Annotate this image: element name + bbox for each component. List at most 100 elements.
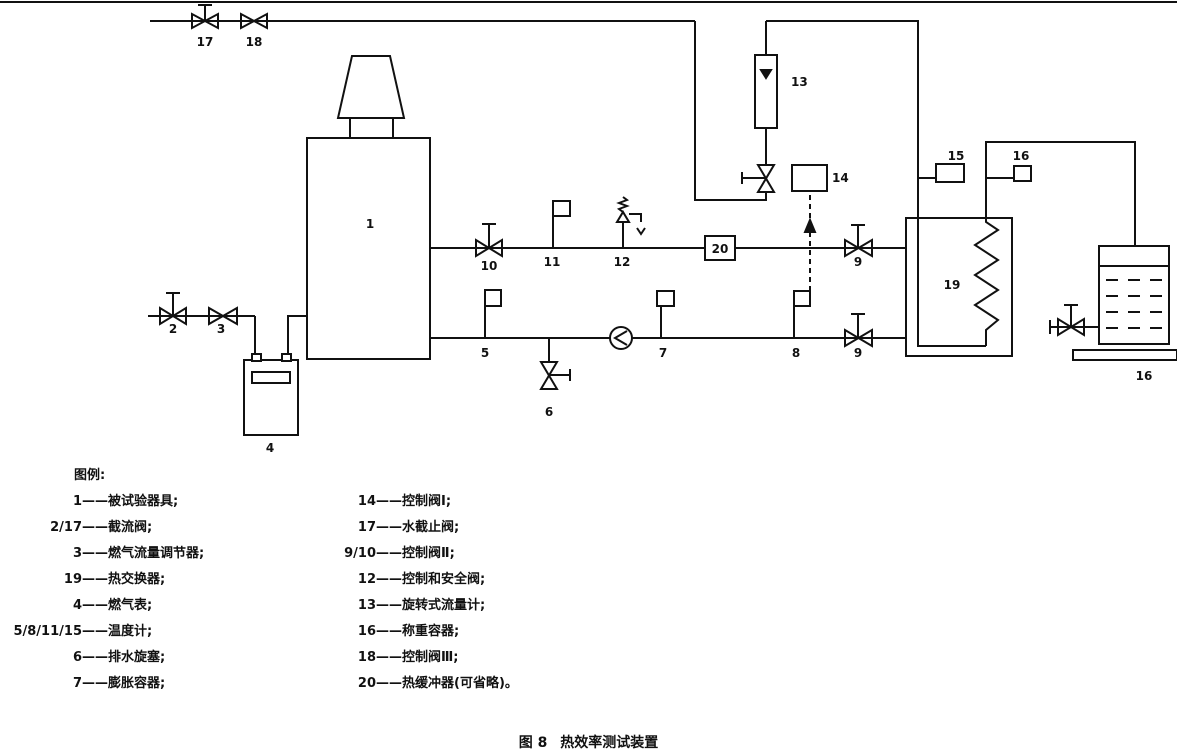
legend-text: 热交换器; <box>108 572 166 587</box>
label-4: 4 <box>266 441 274 455</box>
legend-text: 燃气流量调节器; <box>108 546 205 561</box>
label-16-thermometer: 16 <box>1013 149 1030 163</box>
legend-item: 5/8/11/15——温度计; <box>0 620 152 639</box>
thermal-buffer-20 <box>704 235 736 261</box>
legend-text: 排水旋塞; <box>108 650 166 665</box>
pump-icon <box>609 326 633 350</box>
control-valve-9-lower-icon <box>844 313 873 348</box>
legend-key: 7 <box>72 676 82 691</box>
thermometer-5-icon <box>484 289 502 338</box>
legend-title: 图例: <box>74 468 106 483</box>
legend-key: 4 <box>72 598 82 613</box>
legend-item: 16——称重容器; <box>300 620 459 639</box>
legend-separator: —— <box>376 572 402 587</box>
legend-text: 水截止阀; <box>402 520 460 535</box>
legend-separator: —— <box>376 624 402 639</box>
label-13: 13 <box>791 75 808 89</box>
thermometer-8-icon <box>793 290 811 338</box>
figure-caption: 图 8 热效率测试装置 <box>0 732 1177 752</box>
legend-key: 12 <box>357 572 376 587</box>
legend-text: 温度计; <box>108 624 153 639</box>
label-18: 18 <box>246 35 263 49</box>
label-9-lower: 9 <box>854 346 862 360</box>
legend-item: 12——控制和安全阀; <box>300 568 485 587</box>
label-20: 20 <box>712 242 729 256</box>
label-9-upper: 9 <box>854 255 862 269</box>
valve-17-icon <box>191 4 219 30</box>
legend-separator: —— <box>376 546 402 561</box>
legend-key: 18 <box>357 650 376 665</box>
thermometer-11-icon <box>552 200 571 248</box>
legend-separator: —— <box>82 572 108 587</box>
legend-item: 2/17——截流阀; <box>0 516 152 535</box>
legend-item: 7——膨胀容器; <box>0 672 165 691</box>
appliance-under-test <box>306 137 431 360</box>
water-fill-pattern <box>1106 279 1162 329</box>
controller-14-box <box>791 164 828 192</box>
legend-key: 17 <box>357 520 376 535</box>
test-apparatus-diagram: 17 18 13 14 1 2 3 4 10 11 12 20 9 5 6 7 … <box>0 1 1177 455</box>
label-2: 2 <box>169 322 177 336</box>
legend-item: 3——燃气流量调节器; <box>0 542 204 561</box>
figure-title: 热效率测试装置 <box>560 735 659 751</box>
legend-separator: —— <box>376 494 402 509</box>
legend-key: 19 <box>63 572 82 587</box>
supply-to-flowmeter-pipe <box>694 21 767 201</box>
exchanger-inner-pipe <box>917 218 986 347</box>
control-valve-9-upper-icon <box>844 224 873 258</box>
legend-text: 旋转式流量计; <box>402 598 486 613</box>
legend-item: 18——控制阀Ⅲ; <box>300 646 459 665</box>
legend-text: 热缓冲器(可省略)。 <box>402 676 518 691</box>
gas-regulator-3-icon <box>208 306 238 326</box>
legend-item: 14——控制阀Ⅰ; <box>300 490 451 509</box>
legend-key: 1 <box>72 494 82 509</box>
label-10: 10 <box>481 259 498 273</box>
legend-item: 19——热交换器; <box>0 568 165 587</box>
legend-separator: —— <box>82 546 108 561</box>
legend-separator: —— <box>82 624 108 639</box>
legend-text: 控制阀Ⅱ; <box>402 546 455 561</box>
supply-to-exchanger-pipe <box>766 20 919 218</box>
legend-separator: —— <box>82 598 108 613</box>
legend-text: 控制阀Ⅲ; <box>402 650 459 665</box>
label-17: 17 <box>197 35 214 49</box>
flue-hood <box>336 55 406 119</box>
label-8: 8 <box>792 346 800 360</box>
legend-text: 控制阀Ⅰ; <box>402 494 452 509</box>
signal-arrow-icon <box>803 217 817 233</box>
legend-separator: —— <box>82 494 108 509</box>
label-11: 11 <box>544 255 561 269</box>
expansion-vessel-7-icon <box>656 290 675 338</box>
thermometer-15-icon <box>935 163 965 183</box>
rotameter-13 <box>754 54 778 129</box>
legend-item: 1——被试验器具; <box>0 490 178 509</box>
legend-item: 6——排水旋塞; <box>0 646 165 665</box>
legend-text: 控制和安全阀; <box>402 572 486 587</box>
control-valve-10-icon <box>475 223 503 258</box>
legend-separator: —— <box>376 676 402 691</box>
legend-separator: —— <box>82 676 108 691</box>
gas-meter-port-left <box>251 353 262 362</box>
legend-text: 截流阀; <box>108 520 153 535</box>
figure-number: 图 8 <box>518 735 548 751</box>
label-1: 1 <box>366 217 374 231</box>
legend-key: 2/17 <box>50 520 82 535</box>
legend-text: 被试验器具; <box>108 494 179 509</box>
legend-separator: —— <box>82 650 108 665</box>
valve-18-icon <box>240 12 268 30</box>
drain-valve-16-icon <box>1049 304 1099 337</box>
legend-key: 9/10 <box>344 546 376 561</box>
flue-collar <box>349 117 394 139</box>
control-valve-14-icon <box>741 164 776 193</box>
gas-meter-port-right <box>281 353 292 362</box>
legend-key: 6 <box>72 650 82 665</box>
label-3: 3 <box>217 322 225 336</box>
drain-cock-6-icon <box>539 338 571 390</box>
rotameter-float-icon <box>759 69 773 80</box>
legend-separator: —— <box>376 598 402 613</box>
thermometer-16-icon <box>1013 165 1032 182</box>
legend: 图例: 1——被试验器具;2/17——截流阀;3——燃气流量调节器;19——热交… <box>0 460 700 700</box>
safety-valve-12-icon <box>615 196 646 248</box>
label-5: 5 <box>481 346 489 360</box>
legend-separator: —— <box>376 650 402 665</box>
